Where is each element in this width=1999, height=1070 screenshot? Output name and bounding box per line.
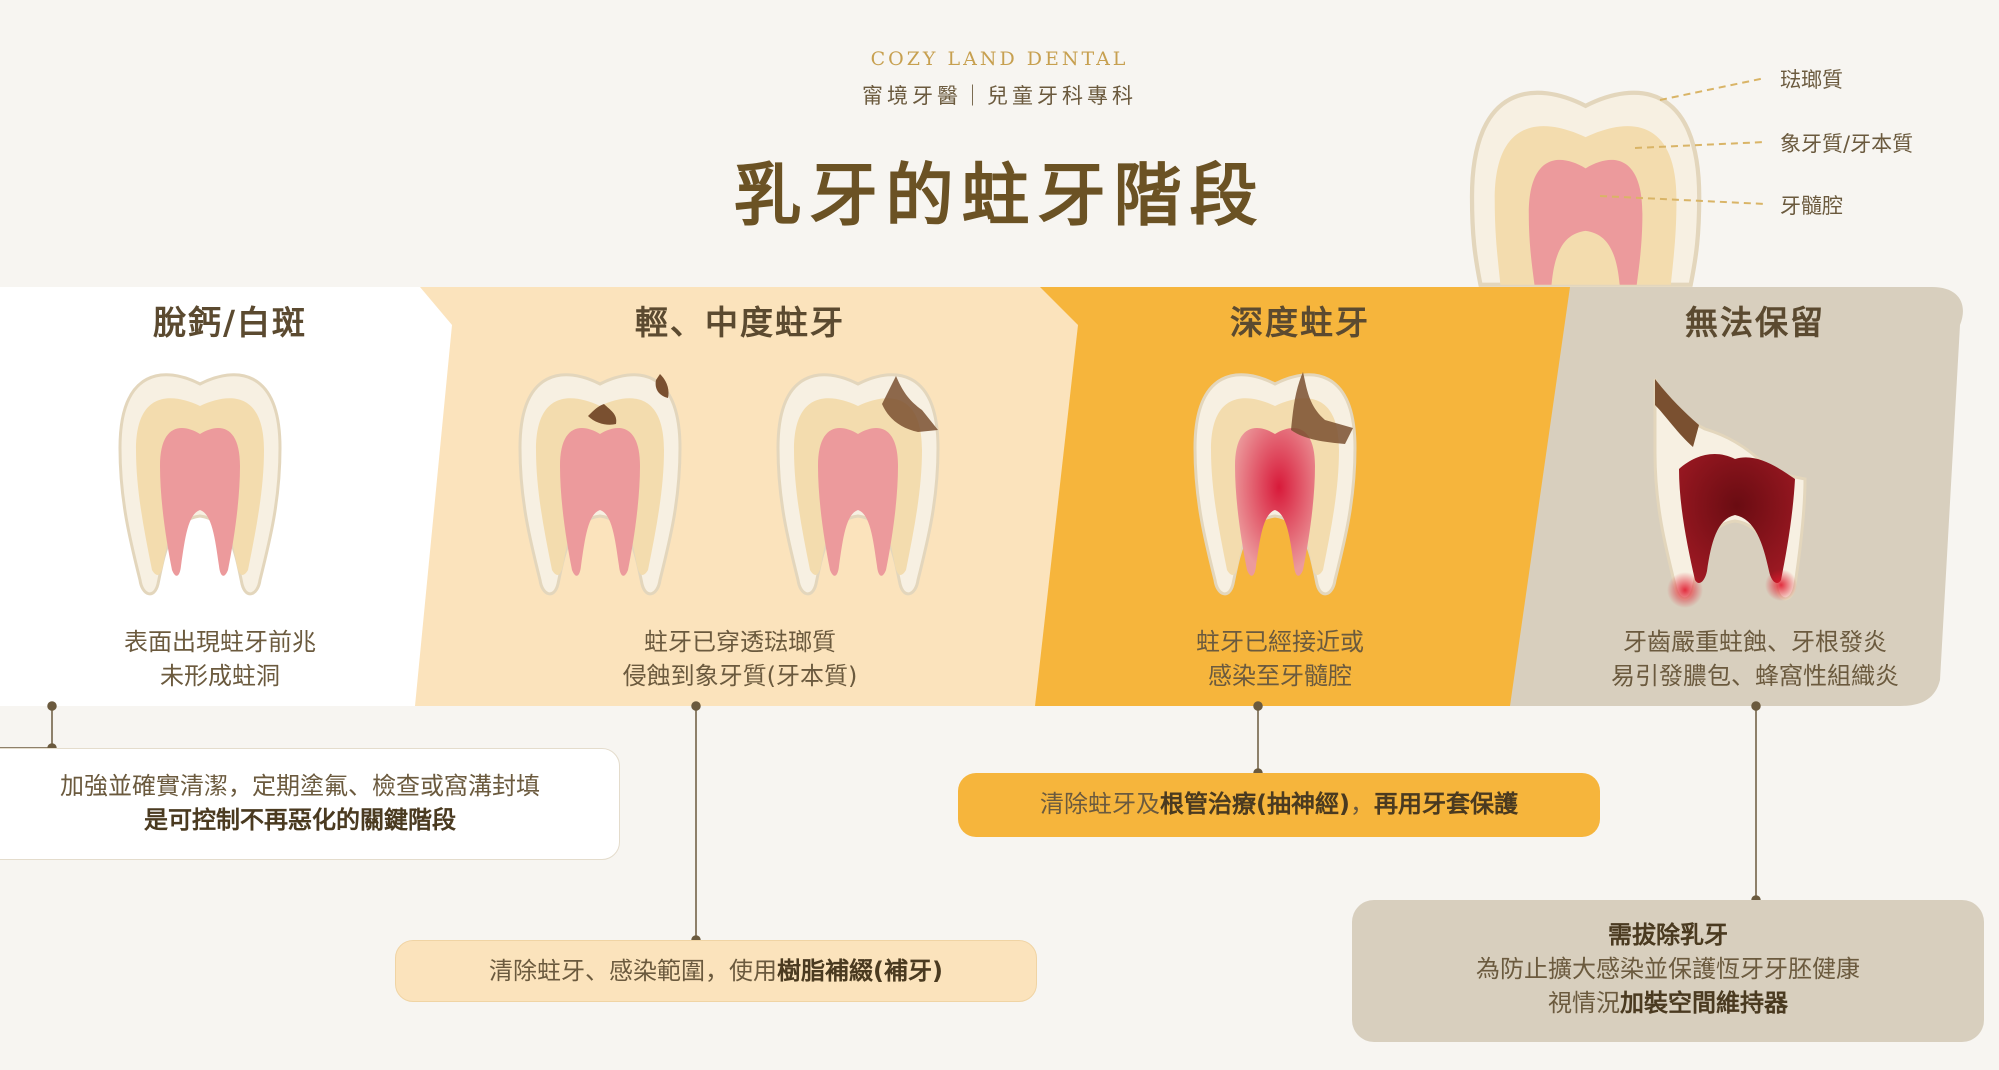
stage-2-treatment-box: 清除蛀牙、感染範圍，使用樹脂補綴(補牙): [395, 940, 1037, 1002]
label-enamel: 琺瑯質: [1780, 68, 1843, 92]
stage-3-treatment-key-2: 再用牙套保護: [1373, 790, 1518, 818]
stage-2-description: 蛀牙已穿透琺瑯質 侵蝕到象牙質(牙本質): [622, 628, 858, 690]
tooth-stage-1: [118, 373, 282, 596]
tooth-stage-2b: [776, 373, 940, 596]
stage-3-treatment-key-1: 根管治療(抽神經): [1160, 790, 1350, 818]
stage-3-description: 蛀牙已經接近或 感染至牙髓腔: [1196, 628, 1364, 690]
page-title: 乳牙的蛀牙階段: [733, 156, 1266, 236]
stage-3-treatment-text: 清除蛀牙及: [1040, 790, 1161, 818]
stage-1-description: 表面出現蛀牙前兆 未形成蛀洞: [124, 628, 316, 690]
stage-2-treatment-text: 清除蛀牙、感染範圍，使用: [489, 957, 778, 985]
stage-4-treatment-line2: 為防止擴大感染並保護恆牙牙胚健康: [1476, 955, 1860, 983]
stage-2-title: 輕、中度蛀牙: [635, 303, 845, 342]
brand-chinese: 甯境牙醫｜兒童牙科專科: [862, 84, 1137, 108]
stage-4-treatment-key: 加裝空間維持器: [1620, 989, 1788, 1017]
stage-4-treatment-heading: 需拔除乳牙: [1608, 921, 1728, 949]
anatomy-leader-lines: [1599, 77, 1766, 205]
stage-4-treatment-line3: 視情況: [1548, 989, 1620, 1017]
tooth-stage-4: [1653, 378, 1807, 608]
brand-english: COZY LAND DENTAL: [870, 48, 1129, 70]
anatomy-tooth-illustration: [1469, 90, 1702, 287]
stage-1-treatment-line1: 加強並確實清潔，定期塗氟、檢查或窩溝封填: [60, 772, 540, 800]
stage-4-title: 無法保留: [1685, 303, 1825, 342]
stage-1-title: 脫鈣/白斑: [152, 303, 308, 342]
stage-1-treatment-box: 加強並確實清潔，定期塗氟、檢查或窩溝封填 是可控制不再惡化的關鍵階段: [0, 748, 620, 860]
stage-3-title: 深度蛀牙: [1230, 303, 1370, 342]
tooth-stage-2a: [518, 373, 682, 596]
tooth-stage-3: [1193, 372, 1357, 596]
label-dentin: 象牙質/牙本質: [1780, 132, 1914, 156]
stage-1-treatment-key: 是可控制不再惡化的關鍵階段: [144, 806, 456, 834]
stage-3-treatment-sep: ，: [1349, 790, 1374, 818]
stage-4-treatment-box: 需拔除乳牙 為防止擴大感染並保護恆牙牙胚健康 視情況加裝空間維持器: [1352, 900, 1984, 1042]
label-pulp: 牙髓腔: [1780, 194, 1843, 218]
stage-3-treatment-box: 清除蛀牙及根管治療(抽神經)，再用牙套保護: [958, 773, 1600, 837]
stage-2-treatment-key: 樹脂補綴(補牙): [777, 957, 943, 985]
stage-4-description: 牙齒嚴重蛀蝕、牙根發炎 易引發膿包、蜂窩性組織炎: [1611, 628, 1899, 690]
